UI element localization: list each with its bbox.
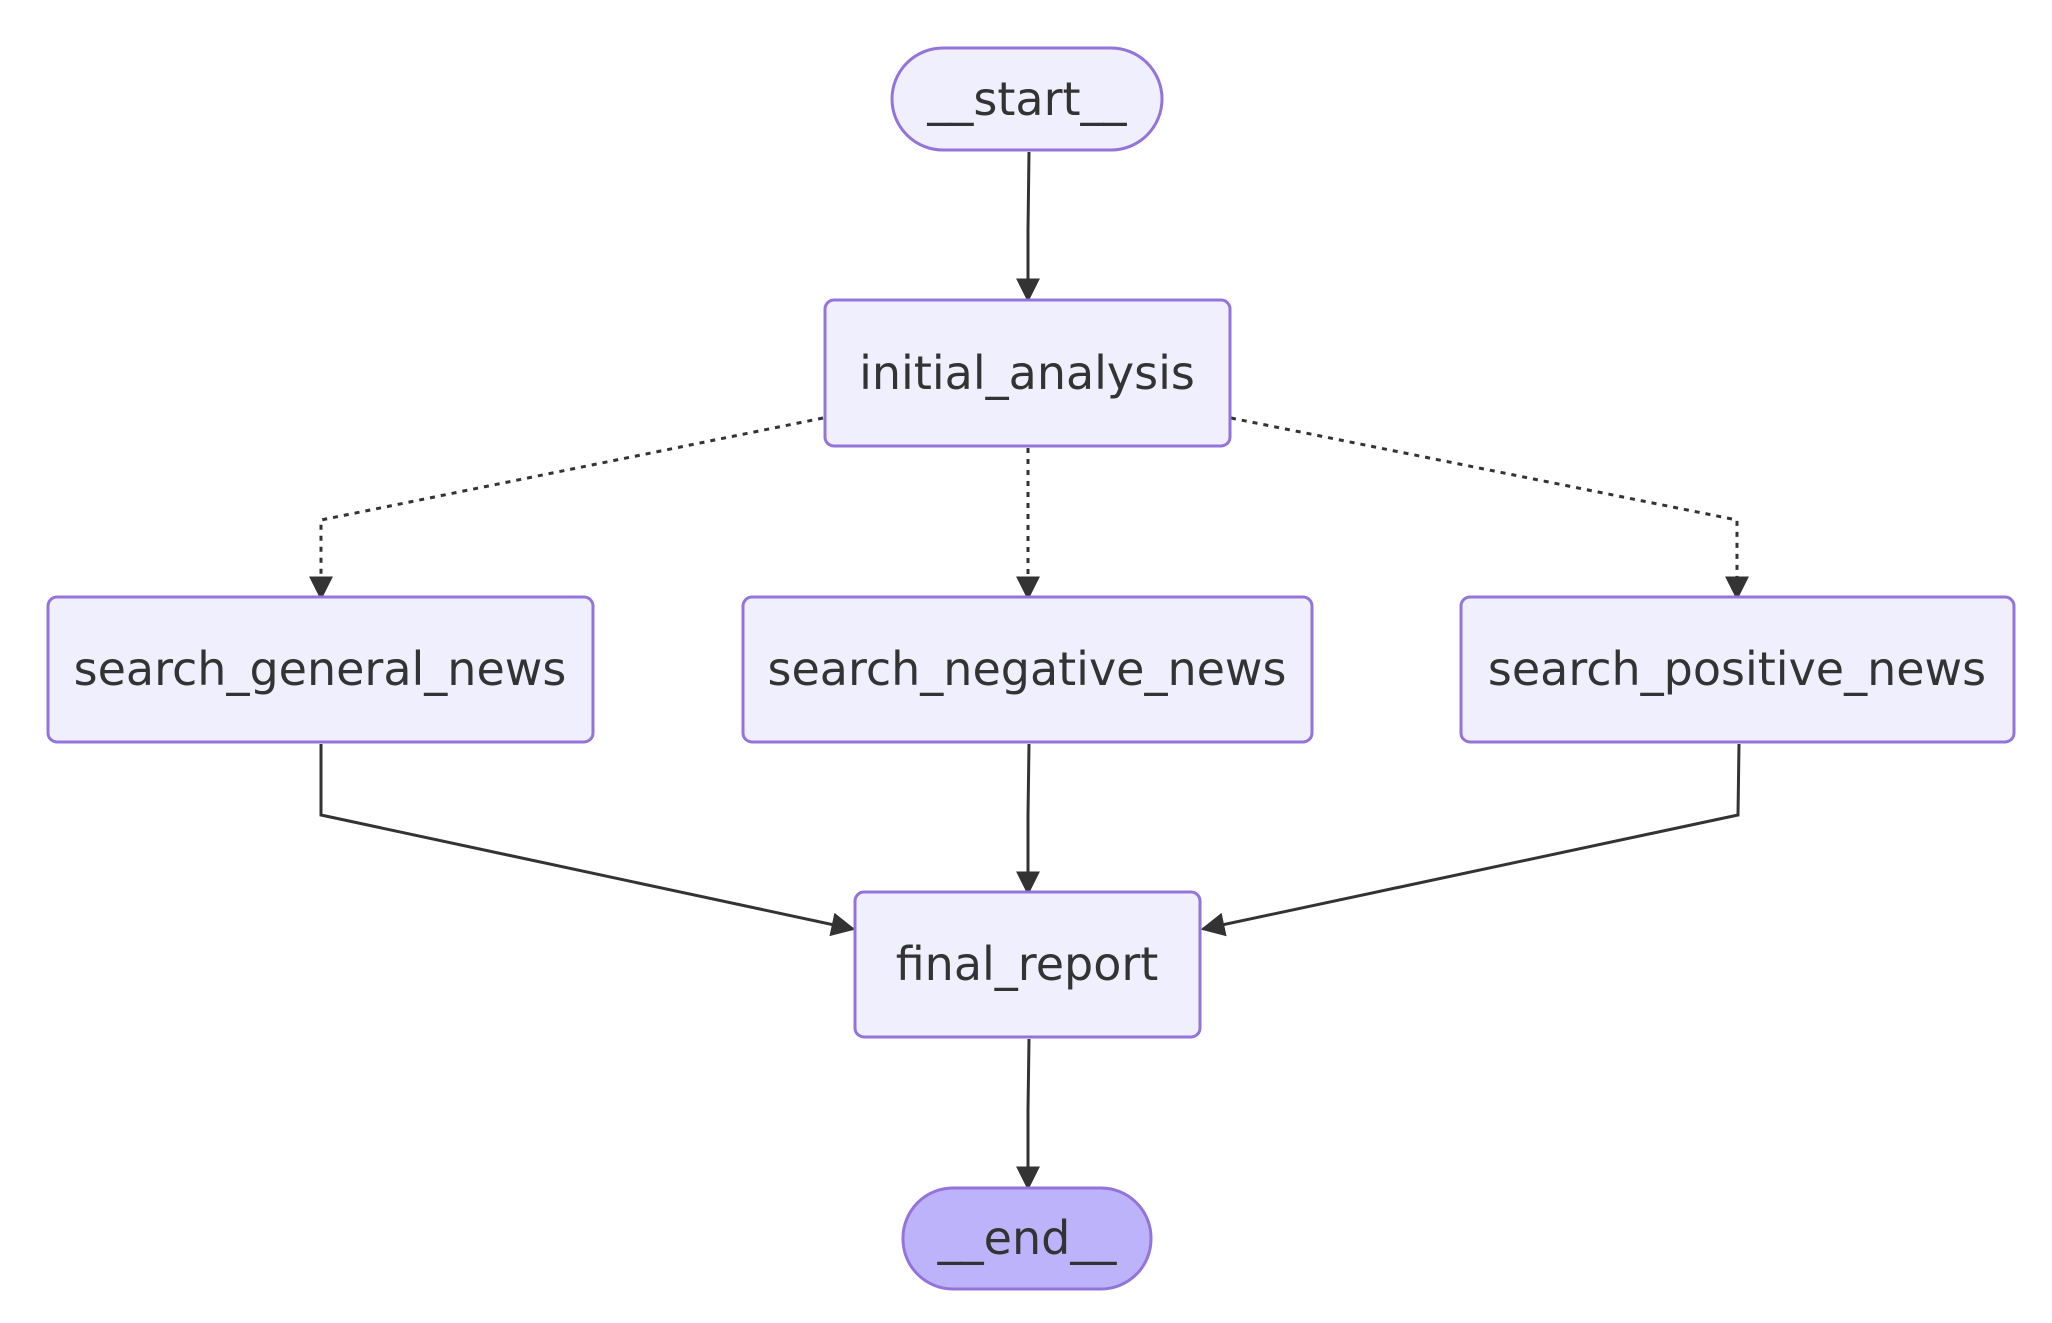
node-search-general-news[interactable]: search_general_news xyxy=(46,595,595,744)
edge-initial-analysis-to-search-positive-news xyxy=(1230,416,1749,601)
node-final-report[interactable]: final_report xyxy=(853,890,1202,1039)
node-search-general-news-label: search_general_news xyxy=(74,642,567,696)
edge-initial-analysis-to-search-general-news xyxy=(309,416,824,601)
node-search-positive-news[interactable]: search_positive_news xyxy=(1459,595,2016,744)
node-start[interactable]: __start__ xyxy=(890,46,1164,152)
node-start-label: __start__ xyxy=(926,72,1127,126)
edges xyxy=(309,151,1749,1191)
edge-search-negative-news-to-final-report xyxy=(1016,743,1040,896)
edge-final-report-to-end xyxy=(1016,1038,1040,1191)
edge-search-general-news-to-final-report xyxy=(319,744,856,937)
node-search-positive-news-label: search_positive_news xyxy=(1488,642,1986,696)
edge-start-to-initial-analysis xyxy=(1016,151,1040,303)
node-search-negative-news[interactable]: search_negative_news xyxy=(741,595,1314,744)
node-end[interactable]: __end__ xyxy=(901,1186,1153,1291)
node-final-report-label: final_report xyxy=(896,937,1159,991)
node-search-negative-news-label: search_negative_news xyxy=(767,642,1286,696)
edge-search-positive-news-to-final-report xyxy=(1200,743,1741,937)
node-end-label: __end__ xyxy=(937,1211,1118,1265)
node-initial-analysis-label: initial_analysis xyxy=(859,346,1195,400)
node-initial-analysis[interactable]: initial_analysis xyxy=(823,298,1232,448)
